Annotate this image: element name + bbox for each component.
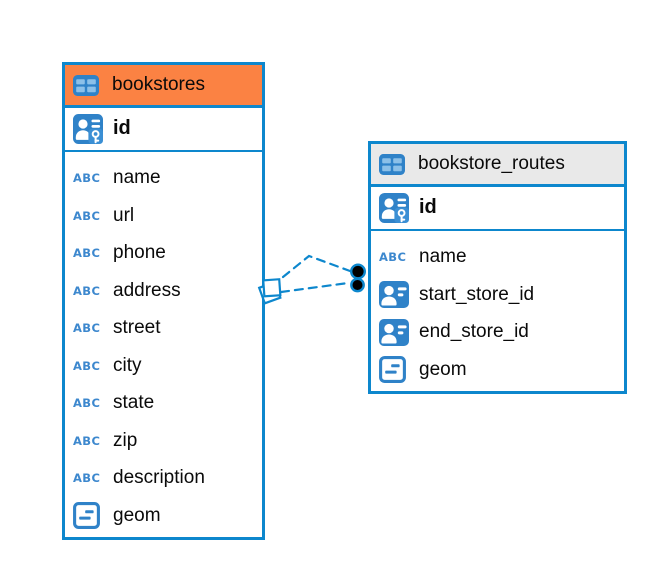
geometry-type-icon (379, 356, 409, 384)
table-icon (73, 74, 103, 96)
column-name: description (113, 467, 205, 489)
reference-type-icon (379, 318, 409, 346)
column-row[interactable]: geom (371, 351, 624, 389)
text-type-icon: ABC (73, 171, 101, 186)
column-name: phone (113, 242, 166, 264)
column-row-pk[interactable]: id (65, 108, 262, 152)
table-bookstore-routes-columns: ABC name start_store_id (371, 231, 624, 391)
column-name: id (113, 117, 131, 140)
column-row[interactable]: ABC zip (65, 422, 262, 460)
table-bookstores[interactable]: bookstores id ABC (62, 62, 265, 540)
table-bookstores-columns: ABC name ABC url ABC phone ABC address A… (65, 152, 262, 537)
table-bookstores-header[interactable]: bookstores (65, 65, 262, 108)
table-bookstore-routes-header[interactable]: bookstore_routes (371, 144, 624, 187)
column-name: start_store_id (419, 283, 535, 305)
table-icon (379, 153, 409, 175)
column-row[interactable]: geom (65, 497, 262, 535)
table-title: bookstores (112, 74, 205, 95)
column-row[interactable]: start_store_id (371, 276, 624, 314)
column-row[interactable]: ABC url (65, 197, 262, 235)
column-name: address (113, 279, 181, 301)
column-name: name (113, 167, 161, 189)
column-name: state (113, 392, 155, 414)
text-type-icon: ABC (73, 471, 101, 486)
text-type-icon: ABC (73, 433, 101, 448)
relationship-endpoint-dots[interactable] (350, 263, 367, 293)
text-type-icon: ABC (73, 208, 101, 223)
text-type-icon: ABC (73, 321, 101, 336)
column-row[interactable]: ABC city (65, 347, 262, 385)
column-name: end_store_id (419, 321, 529, 343)
text-type-icon: ABC (73, 283, 101, 298)
column-row[interactable]: ABC state (65, 385, 262, 423)
text-type-icon: ABC (379, 250, 407, 265)
geometry-type-icon (73, 502, 103, 530)
column-name: street (113, 317, 161, 339)
reference-type-icon (379, 281, 409, 309)
column-name: geom (113, 504, 161, 526)
column-name: zip (113, 429, 138, 451)
table-title: bookstore_routes (418, 153, 565, 174)
column-row[interactable]: ABC description (65, 460, 262, 498)
primary-key-icon (379, 192, 409, 223)
column-row[interactable]: ABC street (65, 310, 262, 348)
text-type-icon: ABC (73, 396, 101, 411)
primary-key-icon (73, 113, 103, 144)
column-name: geom (419, 358, 467, 380)
text-type-icon: ABC (73, 246, 101, 261)
column-row[interactable]: end_store_id (371, 314, 624, 352)
column-row-pk[interactable]: id (371, 187, 624, 231)
text-type-icon: ABC (73, 358, 101, 373)
column-row[interactable]: ABC name (65, 160, 262, 198)
column-row[interactable]: ABC address (65, 272, 262, 310)
table-bookstore-routes[interactable]: bookstore_routes id ABC (368, 141, 627, 394)
column-row[interactable]: ABC name (371, 239, 624, 277)
column-row[interactable]: ABC phone (65, 235, 262, 273)
relationship-line-elbow[interactable] (281, 254, 352, 279)
relationship-line-straight[interactable] (279, 281, 350, 294)
column-name: city (113, 354, 142, 376)
column-name: id (419, 196, 437, 219)
column-name: url (113, 204, 135, 226)
column-name: name (419, 246, 467, 268)
